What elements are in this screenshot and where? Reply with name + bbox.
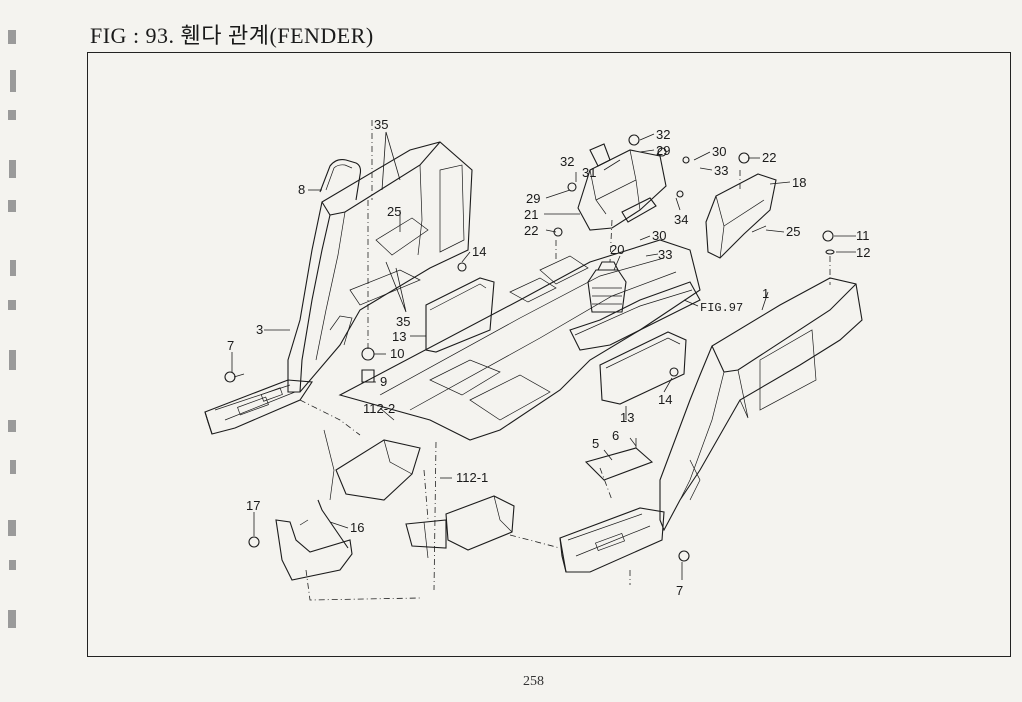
- callout-6: 6: [612, 428, 619, 443]
- callout-29-left: 29: [526, 191, 540, 206]
- console-cover-part: [553, 134, 835, 259]
- callout-33-top: 33: [714, 163, 728, 178]
- callout-34: 34: [674, 212, 688, 227]
- callout-7-left: 7: [227, 338, 234, 353]
- callout-7-right: 7: [676, 583, 683, 598]
- lower-brackets-part: [248, 429, 515, 581]
- callout-21: 21: [524, 207, 538, 222]
- center-floor-part: [338, 239, 701, 441]
- callout-5: 5: [592, 436, 599, 451]
- callout-33-bottom: 33: [658, 247, 672, 262]
- callout-1: 1: [762, 286, 769, 301]
- callout-18: 18: [792, 175, 806, 190]
- leader-lines: [231, 131, 856, 580]
- callout-25-left: 25: [387, 204, 401, 219]
- callout-labels: 35 8 25 3 35 10 7 9 14 13 112-2 17 16 11…: [227, 117, 870, 598]
- callout-8: 8: [298, 182, 305, 197]
- callout-35-top: 35: [374, 117, 388, 132]
- scan-edge-marks: [2, 0, 26, 697]
- callout-35-bottom: 35: [396, 314, 410, 329]
- callout-22-right: 22: [762, 150, 776, 165]
- callout-30-bottom: 30: [652, 228, 666, 243]
- callout-11: 11: [856, 228, 870, 243]
- callout-29-right: 29: [656, 143, 670, 158]
- callout-fig97: FIG.97: [700, 301, 743, 315]
- callout-22-left: 22: [524, 223, 538, 238]
- callout-13-right: 13: [620, 410, 634, 425]
- callout-13-left: 13: [392, 329, 406, 344]
- callout-9: 9: [380, 374, 387, 389]
- callout-31: 31: [582, 165, 596, 180]
- right-fender-part: [559, 277, 863, 573]
- callout-30-top: 30: [712, 144, 726, 159]
- callout-25-right: 25: [786, 224, 800, 239]
- callout-112-1: 112-1: [456, 470, 488, 485]
- callout-16: 16: [350, 520, 364, 535]
- page-number: 258: [523, 674, 544, 689]
- callout-32-right: 32: [656, 127, 670, 142]
- diagram-frame: [87, 52, 1011, 657]
- callout-14-left: 14: [472, 244, 486, 259]
- callout-3: 3: [256, 322, 263, 337]
- assembly-lines: [299, 120, 831, 601]
- callout-10: 10: [390, 346, 404, 361]
- callout-32-left: 32: [560, 154, 574, 169]
- callout-112-2: 112-2: [363, 401, 395, 416]
- callout-20: 20: [610, 242, 624, 257]
- figure-title: FIG : 93. 휀다 관계(FENDER): [90, 23, 374, 48]
- callout-12: 12: [856, 245, 870, 260]
- callout-17: 17: [246, 498, 260, 513]
- callout-14-right: 14: [658, 392, 672, 407]
